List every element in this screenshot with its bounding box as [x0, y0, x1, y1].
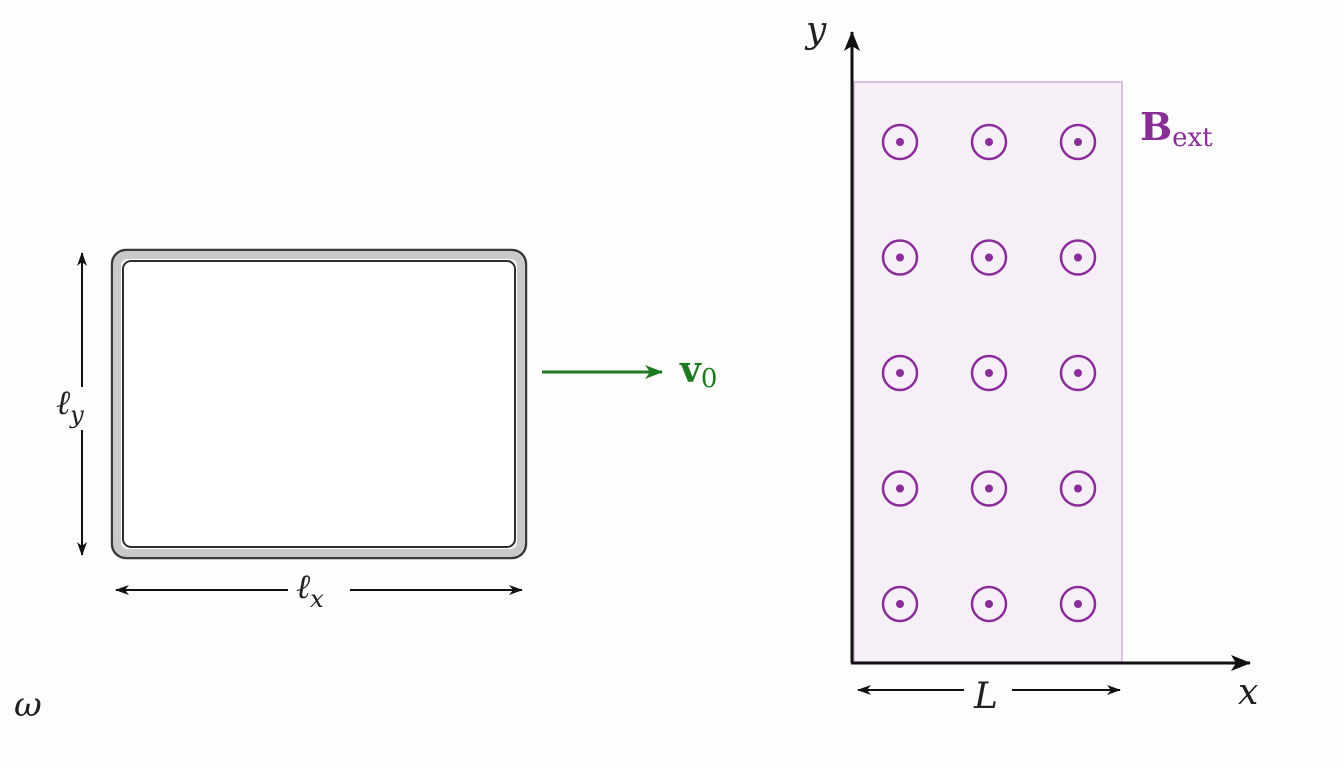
field-out-of-page-icon	[1059, 354, 1097, 392]
field-symbol-dot	[985, 484, 993, 493]
loop-outer-edge	[110, 248, 528, 560]
velocity-label: v0	[679, 349, 717, 394]
loop-wire-body	[113, 251, 525, 557]
field-symbol-ring	[1059, 239, 1097, 276]
field-symbol-ring	[1059, 585, 1097, 623]
field-out-of-page-icon	[1059, 585, 1097, 623]
loop-height-dimension: ℓy	[56, 252, 87, 556]
field-symbol-ring	[970, 470, 1008, 507]
field-symbol-dot	[896, 253, 904, 262]
field-symbol-ring	[970, 354, 1008, 392]
field-out-of-page-icon	[881, 585, 919, 623]
field-dots	[881, 123, 1097, 623]
field-symbol-dot	[896, 484, 904, 493]
field-label: Bext	[1140, 104, 1213, 153]
conducting-loop	[110, 248, 528, 560]
field-out-of-page-icon	[1059, 239, 1097, 276]
field-out-of-page-icon	[970, 470, 1008, 507]
field-symbol-ring	[970, 585, 1008, 623]
field-symbol-ring	[1059, 354, 1097, 392]
field-symbol-dot	[896, 600, 904, 608]
field-symbol-ring	[970, 239, 1008, 276]
field-symbol-dot	[1074, 138, 1082, 146]
field-out-of-page-icon	[970, 585, 1008, 623]
field-symbol-dot	[1074, 253, 1082, 262]
field-symbol-ring	[970, 123, 1008, 161]
loop-height-label: ℓy	[56, 383, 84, 429]
field-symbol-ring	[881, 470, 919, 507]
field-symbol-dot	[896, 369, 904, 377]
field-width-dimension: L	[857, 676, 1121, 717]
field-symbol-ring	[881, 123, 919, 161]
loop-width-dimension: ℓx	[115, 567, 523, 613]
field-symbol-ring	[881, 239, 919, 276]
velocity-vector: v0	[542, 349, 717, 394]
x-axis-label: x	[1238, 672, 1258, 713]
field-symbol-ring	[881, 585, 919, 623]
field-symbol-dot	[1074, 484, 1082, 493]
omega-label: ω	[14, 685, 42, 725]
field-out-of-page-icon	[881, 239, 919, 276]
field-symbol-dot	[896, 138, 904, 146]
field-out-of-page-icon	[881, 470, 919, 507]
field-width-label: L	[973, 676, 998, 717]
loop-inner-edge	[122, 260, 516, 548]
field-symbol-dot	[1074, 600, 1082, 608]
field-out-of-page-icon	[881, 354, 919, 392]
field-symbol-ring	[1059, 470, 1097, 507]
field-symbol-ring	[881, 354, 919, 392]
field-region-group: Bext	[853, 81, 1213, 663]
field-symbol-ring	[1059, 123, 1097, 161]
field-out-of-page-icon	[970, 354, 1008, 392]
field-out-of-page-icon	[970, 123, 1008, 161]
field-out-of-page-icon	[970, 239, 1008, 276]
field-out-of-page-icon	[1059, 123, 1097, 161]
field-out-of-page-icon	[1059, 470, 1097, 507]
field-symbol-dot	[985, 600, 993, 608]
coordinate-axes: y x	[804, 10, 1258, 713]
loop-width-label: ℓx	[296, 567, 324, 613]
y-axis-label: y	[804, 10, 827, 51]
field-symbol-dot	[985, 369, 993, 377]
field-out-of-page-icon	[881, 123, 919, 161]
field-symbol-dot	[985, 253, 993, 262]
field-symbol-dot	[1074, 369, 1082, 377]
field-symbol-dot	[985, 138, 993, 146]
